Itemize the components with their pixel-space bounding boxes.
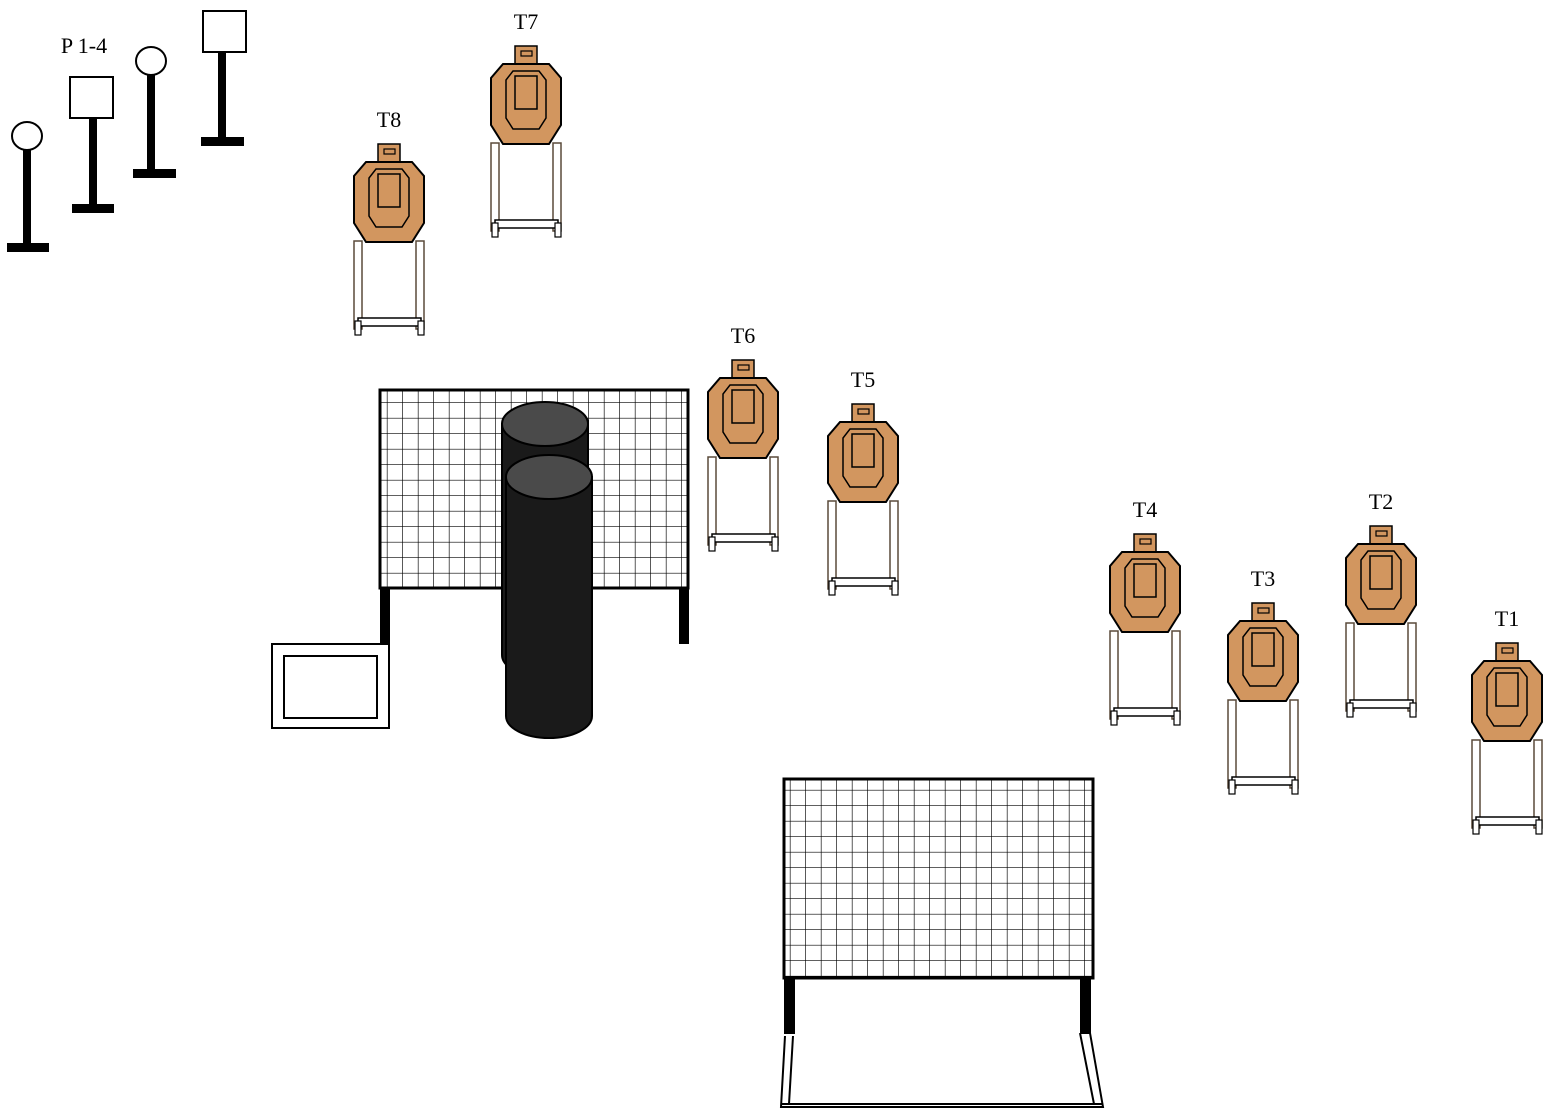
target-t6: T6 bbox=[707, 323, 779, 552]
target-label: T4 bbox=[1133, 497, 1157, 522]
popper-3-round bbox=[133, 46, 176, 178]
popper-4-square bbox=[201, 10, 247, 146]
target-label: T7 bbox=[514, 9, 538, 34]
target-t4: T4 bbox=[1109, 497, 1181, 726]
target-t2: T2 bbox=[1345, 489, 1417, 718]
popper-label: P 1-4 bbox=[61, 33, 107, 58]
paper-target-icon bbox=[827, 403, 899, 596]
paper-target-icon bbox=[1109, 533, 1181, 726]
barrels bbox=[501, 401, 593, 739]
paper-target-icon bbox=[1471, 642, 1543, 835]
paper-target-icon bbox=[490, 45, 562, 238]
target-t8: T8 bbox=[353, 107, 425, 336]
popper-1-round bbox=[7, 121, 49, 252]
target-t7: T7 bbox=[490, 9, 562, 238]
paper-target-icon bbox=[353, 143, 425, 336]
target-label: T8 bbox=[377, 107, 401, 132]
target-label: T3 bbox=[1251, 566, 1275, 591]
target-label: T6 bbox=[731, 323, 755, 348]
paper-target-icon bbox=[1345, 525, 1417, 718]
poppers-group: P 1-4 bbox=[7, 10, 247, 252]
target-t1: T1 bbox=[1471, 606, 1543, 835]
shooting-box bbox=[271, 643, 390, 729]
paper-target-icon bbox=[1227, 602, 1299, 795]
popper-2-square bbox=[69, 76, 114, 213]
paper-target-icon bbox=[707, 359, 779, 552]
barrel-front bbox=[505, 454, 593, 739]
target-t5: T5 bbox=[827, 367, 899, 596]
target-t3: T3 bbox=[1227, 566, 1299, 795]
target-label: T2 bbox=[1369, 489, 1393, 514]
target-label: T1 bbox=[1495, 606, 1519, 631]
target-label: T5 bbox=[851, 367, 875, 392]
mesh-wall-lower bbox=[779, 777, 1105, 1108]
